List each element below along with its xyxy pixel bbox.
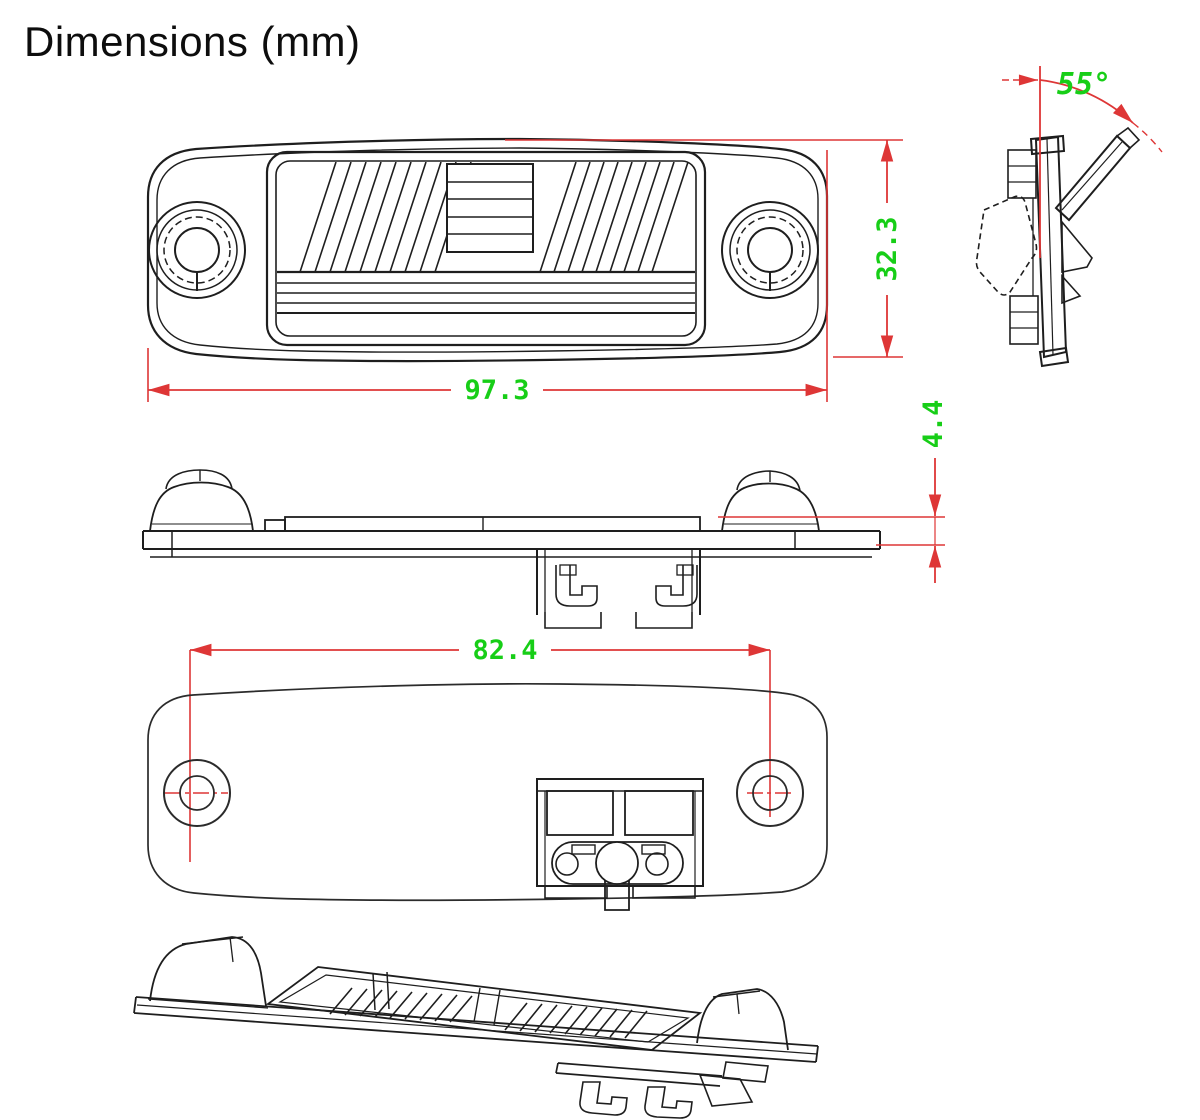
grommet-right-3d — [696, 988, 789, 1051]
angle-arc — [1039, 79, 1134, 124]
dimension-hole-spacing: 82.4 — [165, 632, 794, 862]
label-backing — [871, 203, 903, 295]
angled-bracket — [1054, 126, 1141, 222]
base-plate — [142, 530, 881, 558]
dimension-front-height: 32.3 — [505, 139, 903, 358]
back-outline — [147, 682, 828, 902]
lens-tray-3d — [265, 966, 703, 1051]
top-rail — [264, 516, 701, 532]
lens-bottom-strips — [277, 270, 695, 314]
grommet-left-3d — [147, 936, 269, 1009]
back-view — [147, 682, 828, 911]
dimension-label-front-width: 97.3 — [464, 375, 529, 406]
label-backing — [451, 372, 543, 405]
dimension-label-front-height: 32.3 — [872, 216, 903, 281]
mount-clips-3d — [555, 1061, 769, 1119]
mount-hole-right — [736, 759, 804, 827]
dimension-label-plate-thickness: 4.4 — [918, 400, 949, 449]
dimension-label-bracket-angle: 55° — [1057, 67, 1111, 102]
side-view: 55° — [975, 66, 1163, 368]
dimension-label-hole-spacing: 82.4 — [472, 635, 537, 666]
label-backing — [459, 632, 551, 665]
side-view-body — [975, 126, 1141, 368]
angle-arc-extension — [1132, 122, 1163, 153]
grommet-right — [721, 201, 819, 299]
dimension-plate-thickness: 4.4 — [718, 394, 949, 583]
bottom-perspective-view — [133, 936, 819, 1119]
side-clip — [975, 195, 1038, 296]
lens-center-block — [446, 163, 534, 253]
lens-hatching — [299, 162, 689, 273]
rubber-grommet-right — [721, 470, 820, 532]
connector-housing — [536, 778, 704, 911]
label-backing — [918, 394, 948, 454]
dimension-bracket-angle: 55° — [1002, 66, 1163, 258]
front-view — [146, 137, 829, 363]
profile-view: 4.4 — [142, 394, 949, 629]
rubber-grommet-left — [149, 469, 254, 532]
page-title: Dimensions (mm) — [24, 18, 361, 65]
connector-socket — [536, 549, 701, 629]
mount-hole-left — [163, 759, 231, 827]
grommet-left — [148, 201, 246, 299]
housing-outline-inner — [156, 147, 819, 353]
grill-ribs-right — [504, 1002, 648, 1039]
dimension-front-width: 97.3 — [147, 150, 828, 406]
lens-window — [265, 150, 707, 347]
housing-outline-outer — [146, 137, 829, 363]
lower-wedge — [1061, 219, 1093, 305]
grill-ribs-left — [329, 987, 473, 1023]
